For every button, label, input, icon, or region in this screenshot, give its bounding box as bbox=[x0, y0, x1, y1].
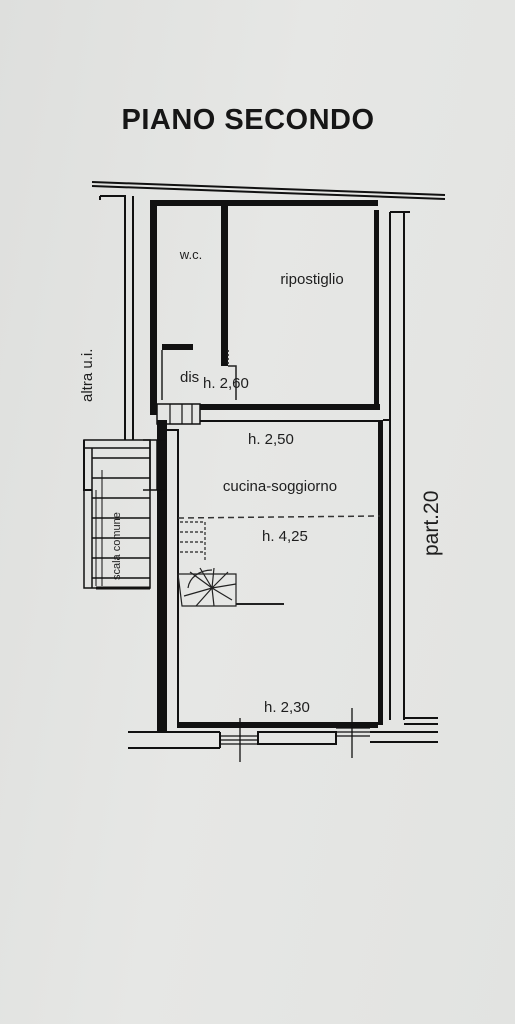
neighbor-label-left: altra u.i. bbox=[79, 349, 96, 402]
right-party-wall bbox=[389, 211, 438, 725]
unit-outer-walls bbox=[150, 200, 379, 415]
plan-title: PIANO SECONDO bbox=[121, 104, 374, 136]
bottom-windows bbox=[220, 708, 370, 762]
wc-partition-wall bbox=[221, 206, 228, 366]
stair-label: scala comune bbox=[111, 512, 123, 580]
room-label-ripostiglio: ripostiglio bbox=[280, 271, 343, 288]
room-label-cucina-soggiorno: cucina-soggiorno bbox=[223, 478, 337, 495]
internal-spiral-stair bbox=[177, 521, 284, 607]
bottom-walls bbox=[128, 722, 438, 749]
disimpegno-outline bbox=[161, 350, 237, 400]
common-stair bbox=[83, 439, 151, 590]
left-party-wall bbox=[99, 195, 134, 440]
height-label-mezzanine: h. 4,25 bbox=[262, 528, 308, 545]
neighbor-label-right: part.20 bbox=[420, 491, 443, 556]
height-label-lower: h. 2,30 bbox=[264, 699, 310, 716]
cucina-walls bbox=[157, 419, 390, 732]
mezzanine-dashed-line bbox=[177, 515, 381, 519]
height-label-upper: h. 2,50 bbox=[248, 431, 294, 448]
top-boundary-line bbox=[91, 181, 446, 200]
room-label-wc: w.c. bbox=[179, 247, 202, 262]
wc-bottom-wall bbox=[162, 344, 193, 350]
room-label-dis: dis bbox=[180, 369, 199, 386]
height-label-dis: h. 2,60 bbox=[203, 375, 249, 392]
upper-dividing-wall bbox=[156, 403, 380, 425]
